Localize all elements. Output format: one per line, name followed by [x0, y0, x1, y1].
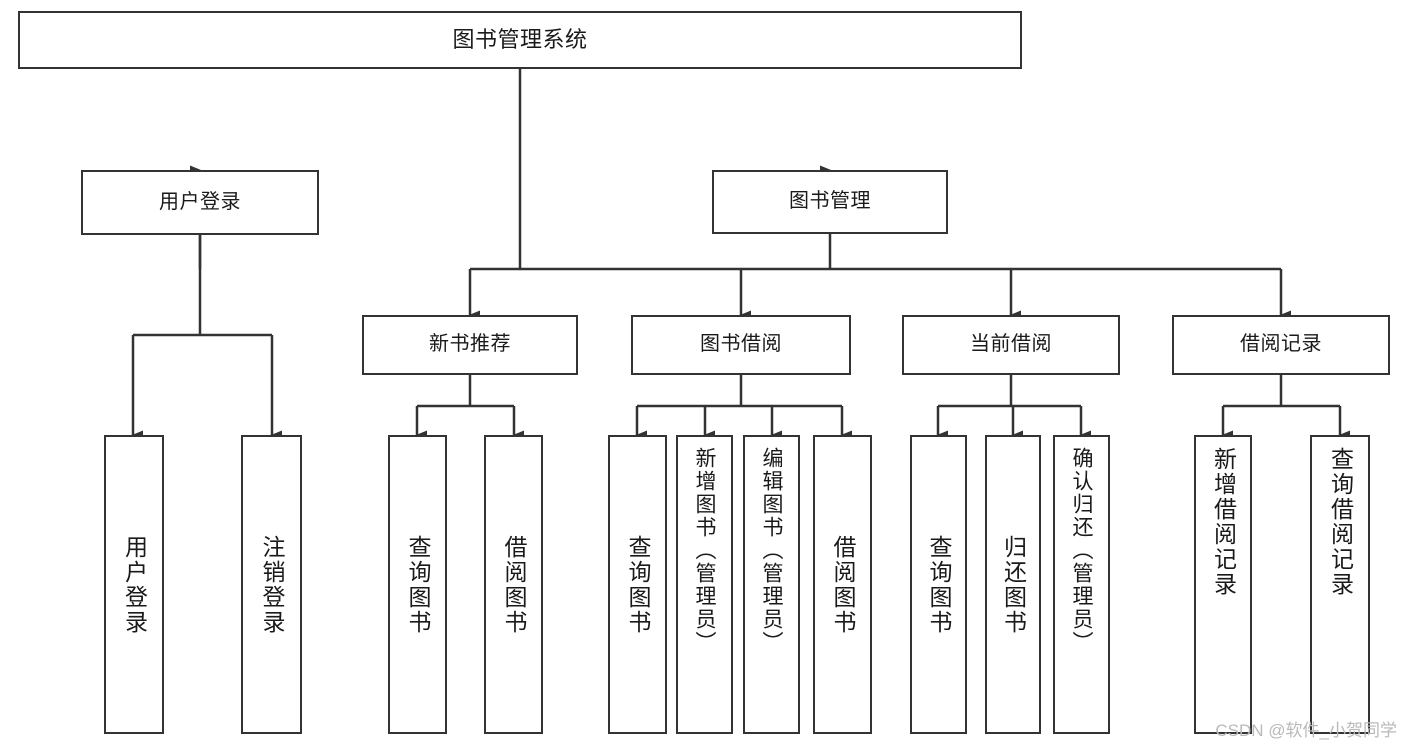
- node-L02[interactable]: 注销登录: [241, 435, 302, 734]
- node-label-L13: 查询借阅记录: [1327, 447, 1354, 597]
- node-L06[interactable]: 新增图书（管理员）: [676, 435, 733, 734]
- node-label-root: 图书管理系统: [452, 26, 588, 52]
- node-n2b[interactable]: 图书借阅: [631, 315, 851, 375]
- node-L05[interactable]: 查询图书: [608, 435, 667, 734]
- node-label-L03: 查询图书: [405, 534, 431, 635]
- node-L01[interactable]: 用户登录: [104, 435, 164, 734]
- node-label-L12: 新增借阅记录: [1210, 447, 1237, 597]
- node-root[interactable]: 图书管理系统: [18, 11, 1022, 69]
- node-L08[interactable]: 借阅图书: [813, 435, 872, 734]
- node-label-n2b: 图书借阅: [700, 333, 782, 356]
- node-L04[interactable]: 借阅图书: [484, 435, 543, 734]
- node-label-L09: 查询图书: [926, 534, 952, 635]
- node-label-L06: 新增图书（管理员）: [693, 447, 716, 654]
- node-n2c[interactable]: 当前借阅: [902, 315, 1120, 375]
- node-L13[interactable]: 查询借阅记录: [1310, 435, 1370, 734]
- node-label-n2c: 当前借阅: [970, 333, 1052, 356]
- node-n1[interactable]: 用户登录: [81, 170, 319, 235]
- node-label-L11: 确认归还（管理员）: [1070, 447, 1093, 654]
- node-label-L07: 编辑图书（管理员）: [760, 447, 783, 654]
- node-label-n1: 用户登录: [159, 190, 241, 213]
- node-label-L08: 借阅图书: [830, 534, 856, 635]
- node-label-L04: 借阅图书: [501, 534, 527, 635]
- node-label-n2: 图书管理: [789, 190, 871, 213]
- node-L10[interactable]: 归还图书: [985, 435, 1041, 734]
- node-label-L02: 注销登录: [259, 534, 285, 635]
- node-n2[interactable]: 图书管理: [712, 170, 948, 234]
- node-L03[interactable]: 查询图书: [388, 435, 447, 734]
- node-label-L01: 用户登录: [121, 534, 148, 635]
- node-label-n2d: 借阅记录: [1240, 333, 1322, 356]
- node-label-n2a: 新书推荐: [429, 333, 511, 356]
- node-label-L10: 归还图书: [1000, 534, 1027, 635]
- node-n2a[interactable]: 新书推荐: [362, 315, 578, 375]
- node-label-L05: 查询图书: [625, 534, 651, 635]
- node-L09[interactable]: 查询图书: [910, 435, 967, 734]
- node-L07[interactable]: 编辑图书（管理员）: [743, 435, 800, 734]
- node-L11[interactable]: 确认归还（管理员）: [1053, 435, 1110, 734]
- node-L12[interactable]: 新增借阅记录: [1194, 435, 1252, 734]
- node-n2d[interactable]: 借阅记录: [1172, 315, 1390, 375]
